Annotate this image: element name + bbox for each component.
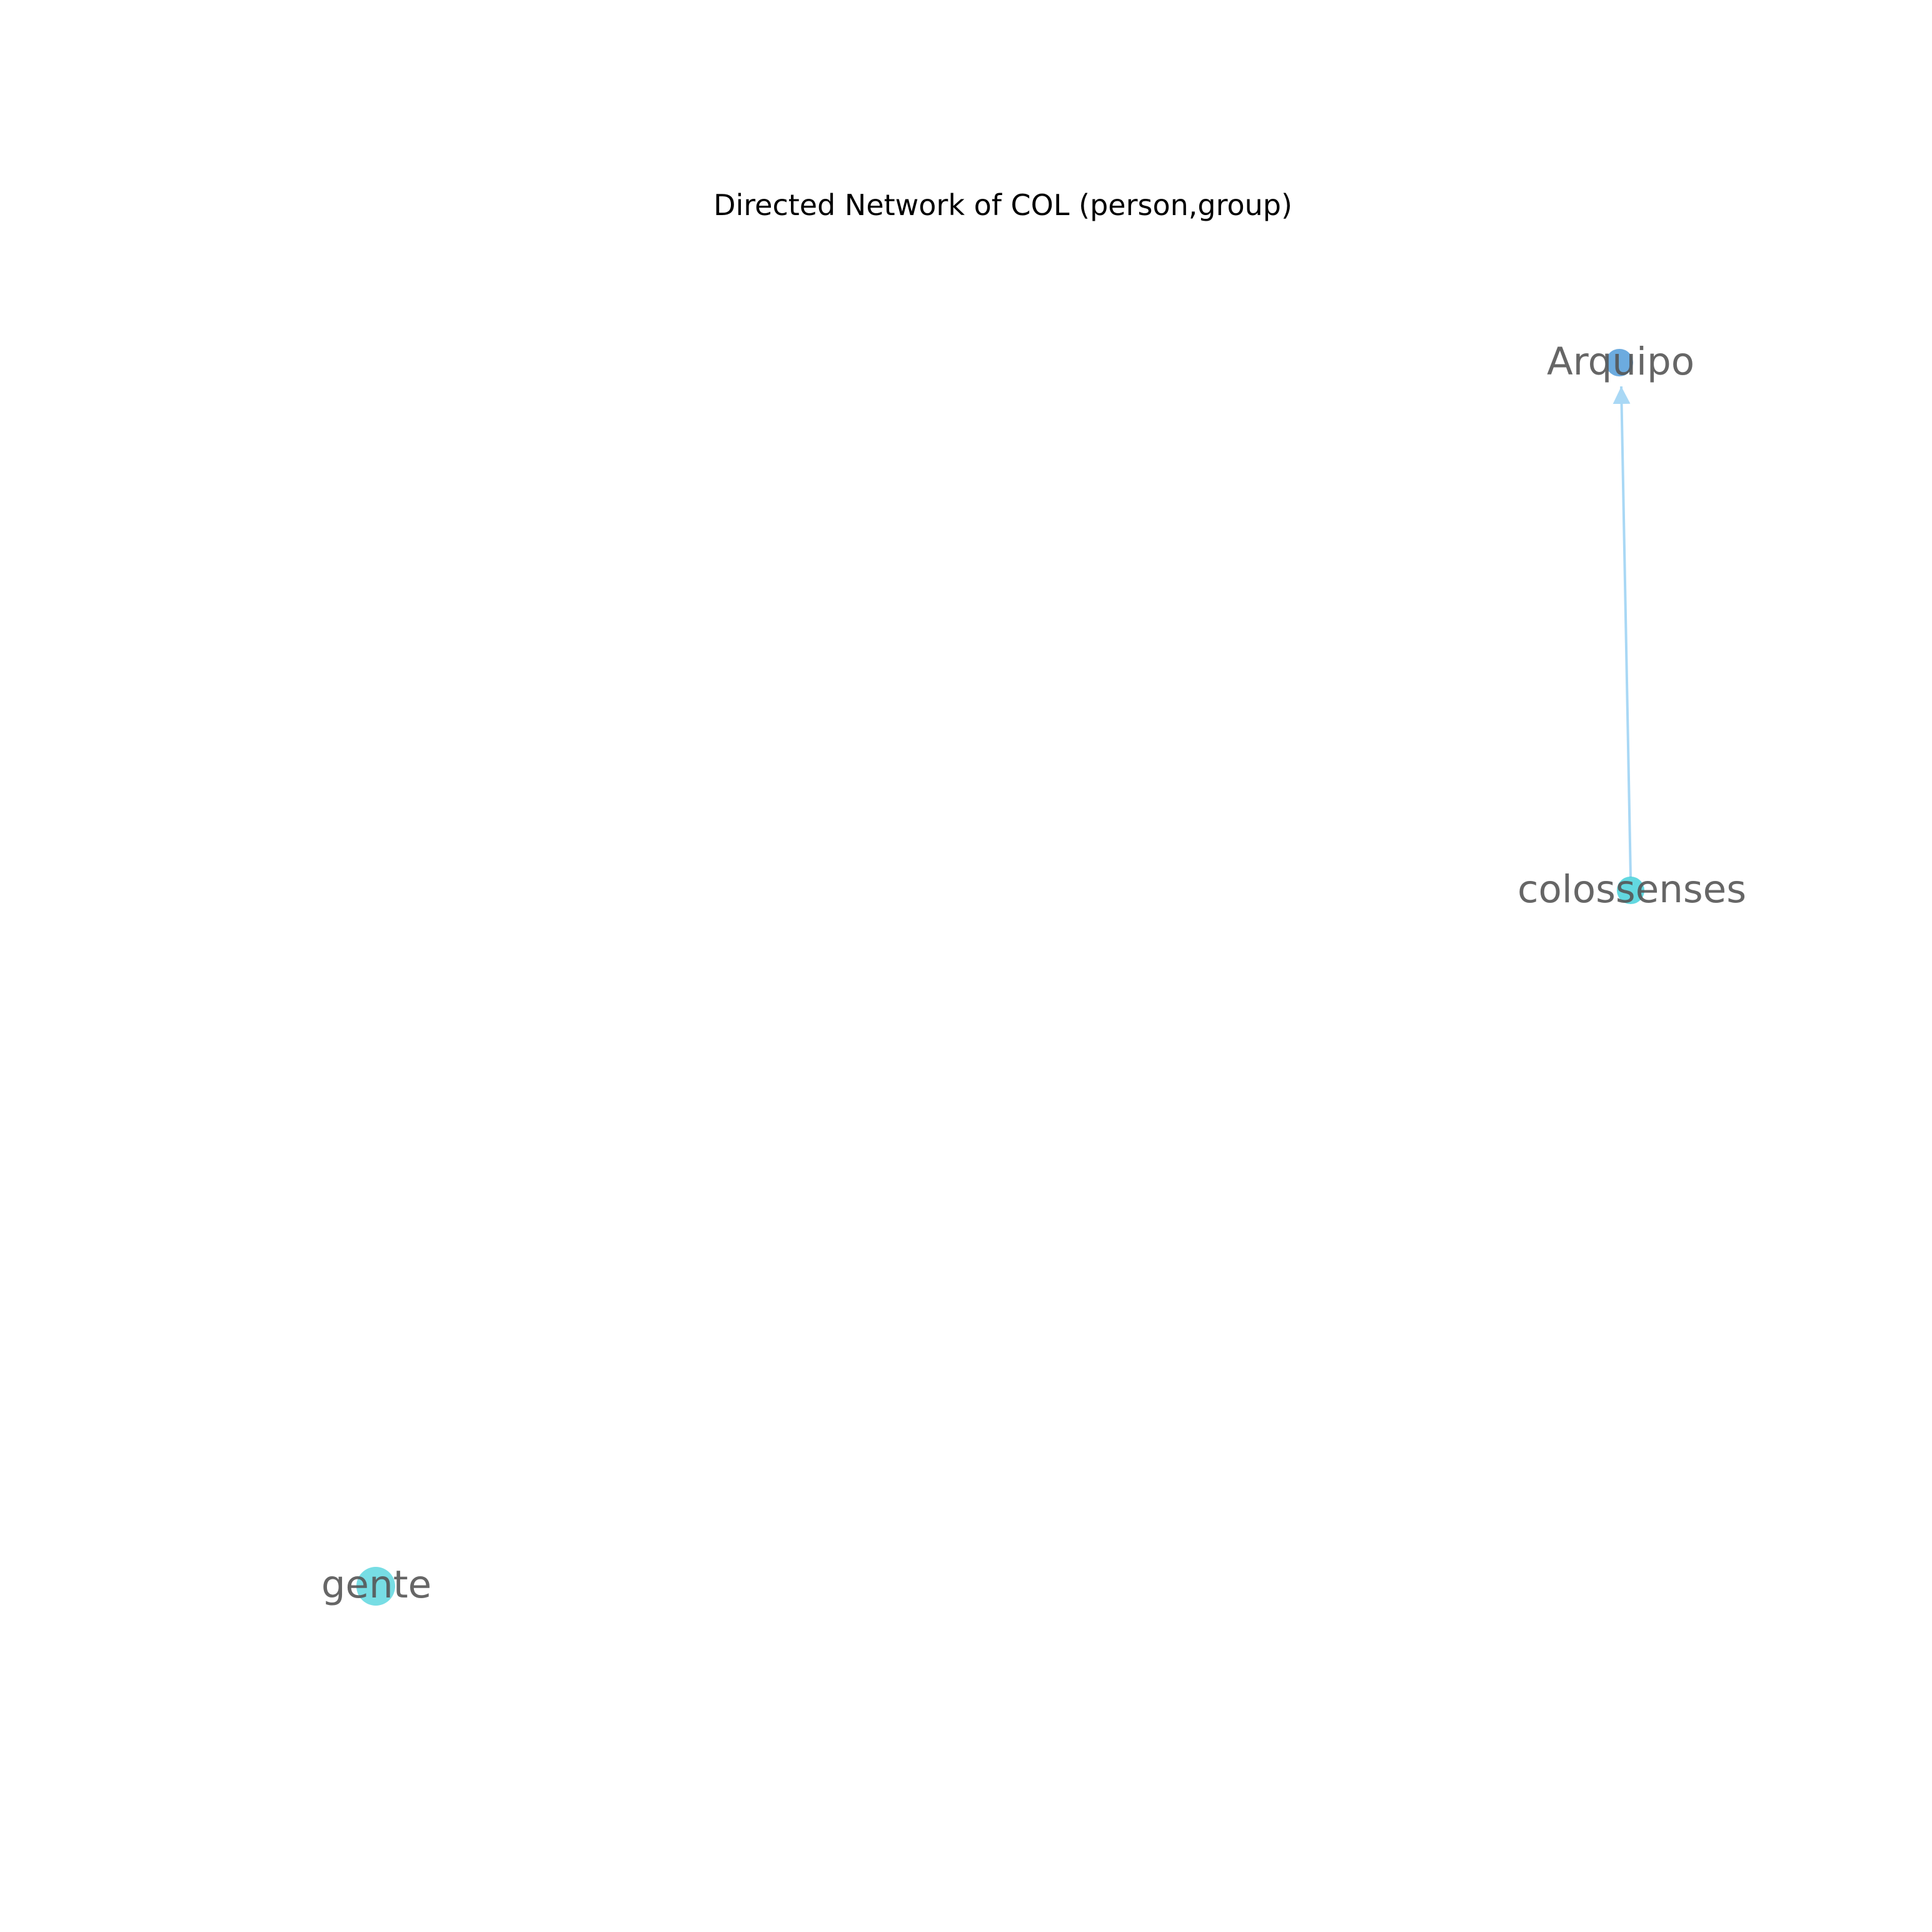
edges xyxy=(1613,386,1632,878)
node-gente xyxy=(356,1567,395,1606)
node-label-gente: gente xyxy=(321,1562,431,1607)
node-label-colossenses: colossenses xyxy=(1517,867,1746,912)
nodes xyxy=(356,349,1644,1606)
node-label-arquipo: Arquipo xyxy=(1547,340,1694,384)
edge-colossenses-to-arquipo xyxy=(1613,386,1632,878)
diagram-title: Directed Network of COL (person,group) xyxy=(713,188,1292,222)
node-arquipo xyxy=(1606,349,1633,376)
node-labels: Arquipo colossenses gente xyxy=(321,340,1746,1607)
node-colossenses xyxy=(1617,877,1644,904)
